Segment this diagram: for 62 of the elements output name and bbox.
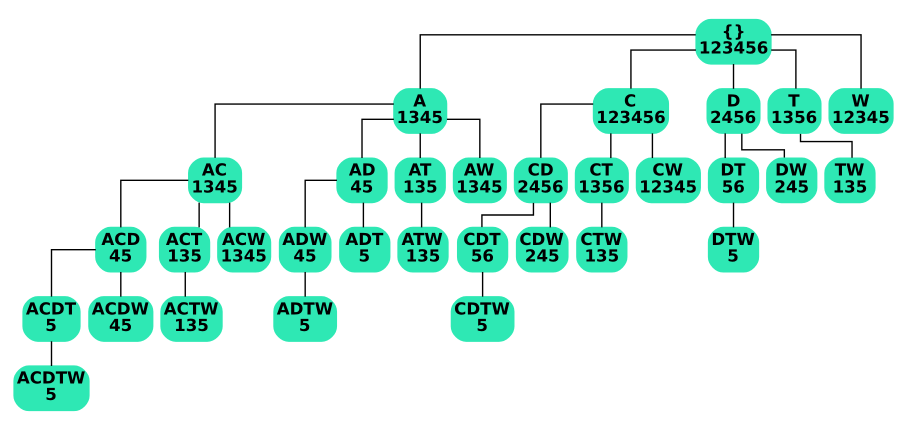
connector xyxy=(228,202,230,228)
node-box: TW 135 xyxy=(824,157,876,204)
connector xyxy=(420,34,696,89)
node-box: W 12345 xyxy=(828,88,894,134)
node-box: ACD 45 xyxy=(95,226,146,273)
node-box: AT 135 xyxy=(394,157,446,204)
node-box: A 1345 xyxy=(393,88,448,134)
connector xyxy=(50,341,52,366)
connector xyxy=(724,133,726,158)
connector xyxy=(601,202,603,228)
connector xyxy=(741,134,786,158)
node-box: CT 1356 xyxy=(574,157,629,204)
connector xyxy=(214,103,394,158)
node-box: CD 2456 xyxy=(514,157,568,204)
connector xyxy=(652,133,654,158)
connector xyxy=(771,49,797,89)
connector xyxy=(50,248,96,297)
node-box: ATW 135 xyxy=(397,226,449,273)
connector xyxy=(420,202,422,228)
connector xyxy=(184,272,186,297)
node-box: ACT 135 xyxy=(158,226,210,273)
node-box: AC 1345 xyxy=(188,157,242,204)
connector xyxy=(120,180,188,228)
node-box: DTW 5 xyxy=(708,226,760,273)
node-box: DW 245 xyxy=(766,157,818,204)
node-box: ACW 1345 xyxy=(217,226,272,273)
connector xyxy=(800,134,853,158)
node-box: ACDW 45 xyxy=(88,296,154,342)
node-box: AW 1345 xyxy=(452,157,507,204)
node-box: {} 123456 xyxy=(695,18,772,65)
node-box: AD 45 xyxy=(336,157,388,204)
connector xyxy=(420,133,421,158)
node-box: CW 12345 xyxy=(636,157,701,204)
node-box: ADTW 5 xyxy=(273,296,338,342)
node-box: ACTW 135 xyxy=(160,296,223,342)
node-box: CDT 56 xyxy=(456,226,508,273)
connector xyxy=(304,180,337,228)
node-box: DT 56 xyxy=(708,157,760,204)
connector xyxy=(120,272,122,297)
connector xyxy=(482,272,484,297)
connector xyxy=(198,202,200,228)
connector xyxy=(630,49,696,89)
node-box: CTW 135 xyxy=(576,226,628,273)
connector xyxy=(550,202,551,228)
node-box: T 1356 xyxy=(767,88,822,134)
connector xyxy=(610,133,612,158)
connector xyxy=(732,64,734,89)
connector xyxy=(732,202,734,228)
node-box: ADT 5 xyxy=(339,226,390,273)
connector xyxy=(304,272,306,297)
node-box: ACDTW 5 xyxy=(13,365,90,412)
node-box: CDTW 5 xyxy=(450,296,514,342)
connector xyxy=(540,103,594,158)
node-box: C 123456 xyxy=(592,88,670,134)
node-box: ADW 45 xyxy=(278,226,332,273)
node-box: ACDT 5 xyxy=(22,296,81,342)
connector xyxy=(362,202,364,228)
connector xyxy=(361,118,394,158)
connector xyxy=(446,118,481,158)
connector xyxy=(771,34,862,89)
node-box: CDW 245 xyxy=(516,226,569,273)
node-box: D 2456 xyxy=(706,88,761,134)
